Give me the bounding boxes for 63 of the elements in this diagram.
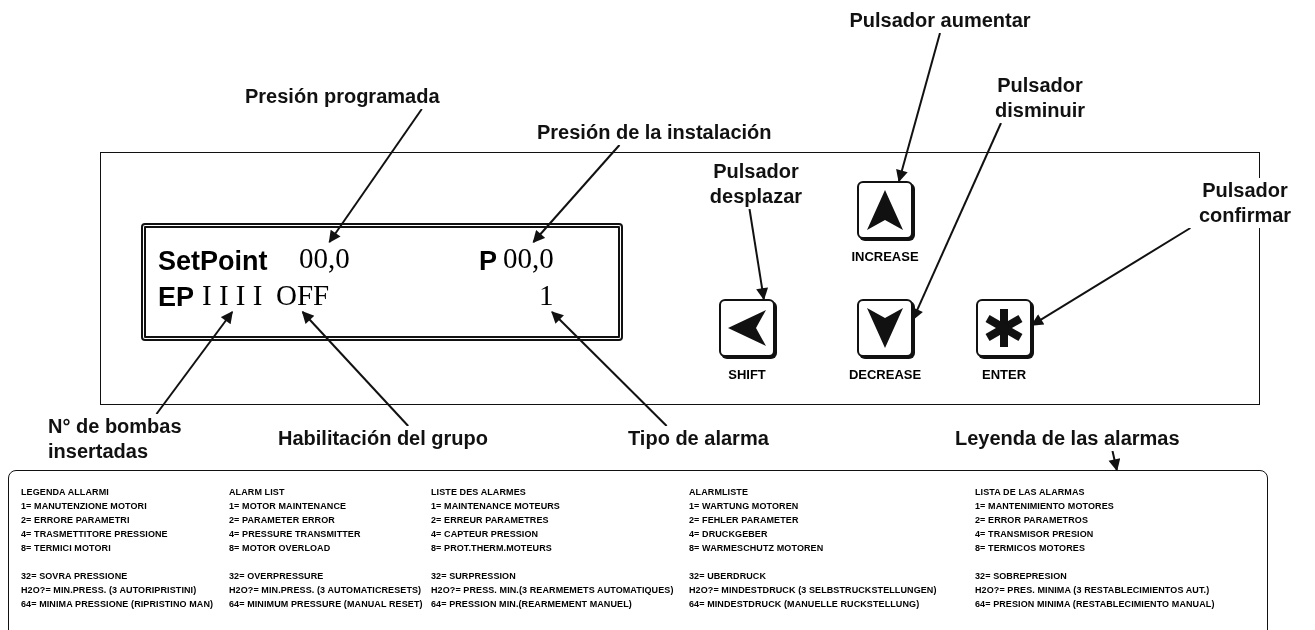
legend-line: 1= WARTUNG MOTOREN: [689, 501, 799, 512]
legend-line: 1= MAINTENANCE MOTEURS: [431, 501, 560, 512]
leader-arrow: [1108, 450, 1121, 472]
leader-arrow: [1031, 227, 1192, 327]
legend-line: 1= MANTENIMIENTO MOTORES: [975, 501, 1114, 512]
legend-line: 32= SURPRESSION: [431, 571, 516, 582]
legend-line: H2O?= PRESS. MIN.(3 REARMEMETS AUTOMATIQUES): [431, 585, 674, 596]
display-value: 00,0: [299, 242, 350, 275]
display-value: 1: [539, 279, 554, 312]
leader-arrow: [301, 311, 410, 427]
legend-line: 32= OVERPRESSURE: [229, 571, 324, 582]
legend-heading: LISTE DES ALARMES: [431, 487, 526, 498]
legend-line: 4= CAPTEUR PRESSION: [431, 529, 539, 540]
legend-line: 8= WARMESCHUTZ MOTOREN: [689, 543, 824, 554]
legend-line: 4= TRANSMISOR PRESION: [975, 529, 1094, 540]
legend-line: 4= PRESSURE TRANSMITTER: [229, 529, 361, 540]
legend-line: 4= DRUCKGEBER: [689, 529, 768, 540]
leader-arrow: [896, 32, 941, 183]
leader-arrow: [155, 311, 234, 415]
legend-heading: ALARM LIST: [229, 487, 285, 498]
display-text: SetPoint: [158, 246, 268, 277]
legend-line: 8= MOTOR OVERLOAD: [229, 543, 331, 554]
display-value: OFF: [276, 279, 330, 312]
legend-heading: LISTA DE LAS ALARMAS: [975, 487, 1085, 498]
legend-line: 1= MOTOR MAINTENANCE: [229, 501, 347, 512]
legend-line: 2= FEHLER PARAMETER: [689, 515, 799, 526]
legend-line: 32= SOVRA PRESSIONE: [21, 571, 128, 582]
legend-line: 64= MINIMA PRESSIONE (RIPRISTINO MAN): [21, 599, 214, 610]
display-value: I I I I: [202, 279, 263, 312]
legend-line: 32= SOBREPRESION: [975, 571, 1067, 582]
legend-line: 4= TRASMETTITORE PRESSIONE: [21, 529, 168, 540]
button-label: ENTER: [980, 367, 1028, 382]
legend-line: 1= MANUTENZIONE MOTORI: [21, 501, 147, 512]
button-label: DECREASE: [847, 367, 923, 382]
leader-arrow: [748, 208, 769, 301]
display-text: P: [479, 246, 497, 277]
leader-arrow: [328, 108, 423, 243]
legend-line: H2O?= MIN.PRESS. (3 AUTORIPRISTINI): [21, 585, 197, 596]
legend-line: 2= ERRORE PARAMETRI: [21, 515, 130, 526]
legend-line: 32= UBERDRUCK: [689, 571, 767, 582]
leader-arrow: [551, 311, 668, 427]
legend-line: 2= ERREUR PARAMETRES: [431, 515, 549, 526]
legend-line: 64= PRESION MINIMA (RESTABLECIMIENTO MANUAL): [975, 599, 1215, 610]
legend-line: 8= TERMICOS MOTORES: [975, 543, 1085, 554]
legend-heading: LEGENDA ALLARMI: [21, 487, 109, 498]
legend-line: 8= PROT.THERM.MOTEURS: [431, 543, 552, 554]
legend-line: 2= ERROR PARAMETROS: [975, 515, 1088, 526]
legend-line: 8= TERMICI MOTORI: [21, 543, 111, 554]
button-label: INCREASE: [850, 249, 920, 264]
legend-line: 64= MINDESTDRUCK (MANUELLE RUCKSTELLUNG): [689, 599, 920, 610]
legend-line: H2O?= MIN.PRESS. (3 AUTOMATICRESETS): [229, 585, 422, 596]
legend-heading: ALARMLISTE: [689, 487, 748, 498]
display-text: EP: [158, 282, 195, 313]
lcd-display: [141, 223, 623, 341]
legend-line: 2= PARAMETER ERROR: [229, 515, 335, 526]
legend-line: H2O?= PRES. MINIMA (3 RESTABLECIMIENTOS AUT.): [975, 585, 1210, 596]
alarm-legend-panel: [8, 470, 1268, 630]
legend-line: H2O?= MINDESTDRUCK (3 SELBSTRUCKSTELLUNGEN): [689, 585, 937, 596]
leader-arrow: [532, 144, 621, 243]
legend-line: 64= PRESSION MIN.(REARMEMENT MANUEL): [431, 599, 632, 610]
button-label: SHIFT: [727, 367, 767, 382]
legend-line: 64= MINIMUM PRESSURE (MANUAL RESET): [229, 599, 423, 610]
display-value: 00,0: [503, 242, 554, 275]
